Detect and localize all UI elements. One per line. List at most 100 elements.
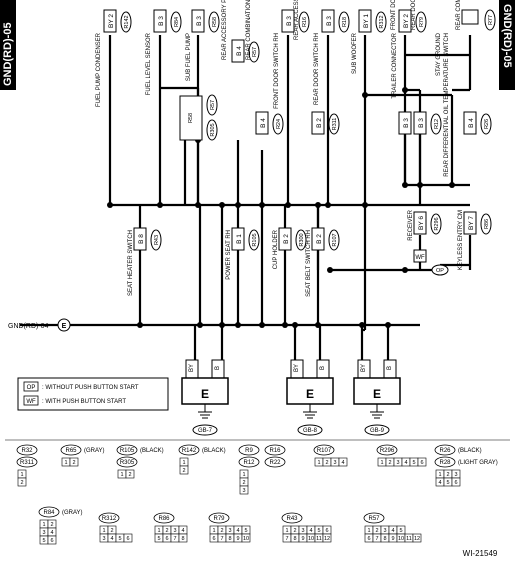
connector-id: R18 [342, 17, 348, 27]
ground-pin-label: BY [189, 364, 195, 372]
pin-number: 7 [220, 536, 223, 542]
table-connector-note: (GRAY) [62, 510, 83, 516]
ground-letter: E [306, 387, 314, 401]
table-connector-name: R43 [286, 516, 298, 522]
page-tab-right: GND(RD)-05 [499, 0, 515, 90]
junction-dot [402, 87, 408, 93]
connector-r107: B 2 R107 [311, 227, 340, 251]
table-connector-bubble [116, 444, 138, 456]
connector-pins: BY 2 [108, 14, 115, 28]
pin-number: 10 [243, 536, 249, 542]
table-connector-name: R84 [43, 510, 55, 516]
pin-number: 1 [20, 472, 23, 478]
pin-number: 5 [42, 538, 45, 544]
pin-cell [179, 465, 189, 475]
pin-number: 2 [20, 480, 23, 486]
connector-id-bubble [248, 41, 260, 63]
connector-id: R58 [188, 113, 194, 123]
connector-id-bubble [328, 113, 340, 135]
junction-dot [359, 322, 365, 328]
junction-dot [235, 322, 241, 328]
connector-body [358, 9, 372, 33]
connector-id: R16 [302, 17, 308, 27]
table-connector-bubble [60, 444, 82, 456]
option-op-bubble [431, 264, 449, 276]
connector-pins: B 3 [326, 16, 333, 26]
table-connector-name: R107 [317, 448, 332, 454]
ground-id-bubble [192, 424, 218, 436]
pin-number: 6 [454, 480, 457, 486]
ground-source-letter: E [62, 323, 67, 330]
ground-id: GB-9 [370, 428, 385, 434]
pin-number: 3 [454, 472, 457, 478]
connector-id: R86 [484, 219, 490, 229]
junction-dot [107, 202, 113, 208]
pin-cell [241, 533, 251, 543]
table-connector-bubble [238, 444, 260, 456]
component-label: FUEL LEVEL SENSOR [146, 32, 152, 95]
connector-pins: BY 1 [363, 14, 370, 28]
pin-number: 3 [383, 528, 386, 534]
component-label: CUP HOLDER [273, 229, 279, 269]
pin-number: 1 [285, 528, 288, 534]
connector-body [255, 111, 269, 135]
pin-number: 3 [333, 460, 336, 466]
connector-id-bubble [480, 113, 492, 135]
connector-id-bubble [480, 213, 492, 235]
table-connector-bubble [16, 444, 38, 456]
pin-cell [178, 533, 188, 543]
pin-number: 1 [120, 472, 123, 478]
table-connector-name: R86 [158, 516, 170, 522]
option-op: OP [436, 268, 444, 274]
pin-number: 3 [102, 536, 105, 542]
pin-number: 1 [317, 460, 320, 466]
junction-dot [417, 182, 423, 188]
pin-cell [322, 533, 332, 543]
junction-dot [315, 322, 321, 328]
connector-pins: B 3 [418, 118, 425, 128]
ground-pin-label: B [387, 366, 393, 370]
connector-id: R43 [154, 235, 160, 245]
component-label: REAR ACCESSORY POWER SUPPLY SOCKET (CONS… [294, 0, 300, 40]
table-connector-note: (BLACK) [458, 448, 482, 454]
connector-id: R77 [488, 15, 494, 25]
table-connector-name: R9 [245, 448, 253, 454]
table-connector-bubble [116, 456, 138, 468]
connector-id: R26 [484, 119, 490, 129]
pin-number: 4 [309, 528, 312, 534]
pin-number: 5 [317, 528, 320, 534]
table-connector-note: (LIGHT GRAY) [458, 460, 498, 466]
connector-id-bubble [248, 229, 260, 251]
pin-number: 4 [404, 460, 407, 466]
pin-number: 1 [182, 460, 185, 466]
pin-number: 2 [128, 472, 131, 478]
connector-body [103, 9, 117, 33]
pin-number: 7 [173, 536, 176, 542]
connector-id: R312 [379, 15, 385, 28]
connector-pins: B 3 [286, 16, 293, 26]
connector-pins: B 2 [316, 118, 323, 128]
connector-r16: B 3 R16 [281, 9, 310, 33]
connector-id-bubble [484, 9, 496, 31]
junction-dot [259, 322, 265, 328]
table-connector-name: R296 [380, 448, 395, 454]
connector-pins: B 3 [158, 16, 165, 26]
connector-pins: B 1 [236, 234, 243, 244]
connector-id: R107 [332, 233, 338, 246]
pin-number: 12 [414, 536, 420, 542]
connector-pins: B 2 [316, 234, 323, 244]
connector-body [191, 9, 205, 33]
connector-pins: B 4 [260, 118, 267, 128]
ground-pin-label: B [320, 366, 326, 370]
ground-letter: E [201, 387, 209, 401]
pin-number: 5 [412, 460, 415, 466]
table-connector-bubble [153, 512, 175, 524]
pin-number: 4 [391, 528, 394, 534]
pin-number: 1 [367, 528, 370, 534]
junction-dot [402, 267, 408, 273]
pin-number: 8 [383, 536, 386, 542]
component-label: SEAT HEATER SWITCH [128, 230, 134, 296]
